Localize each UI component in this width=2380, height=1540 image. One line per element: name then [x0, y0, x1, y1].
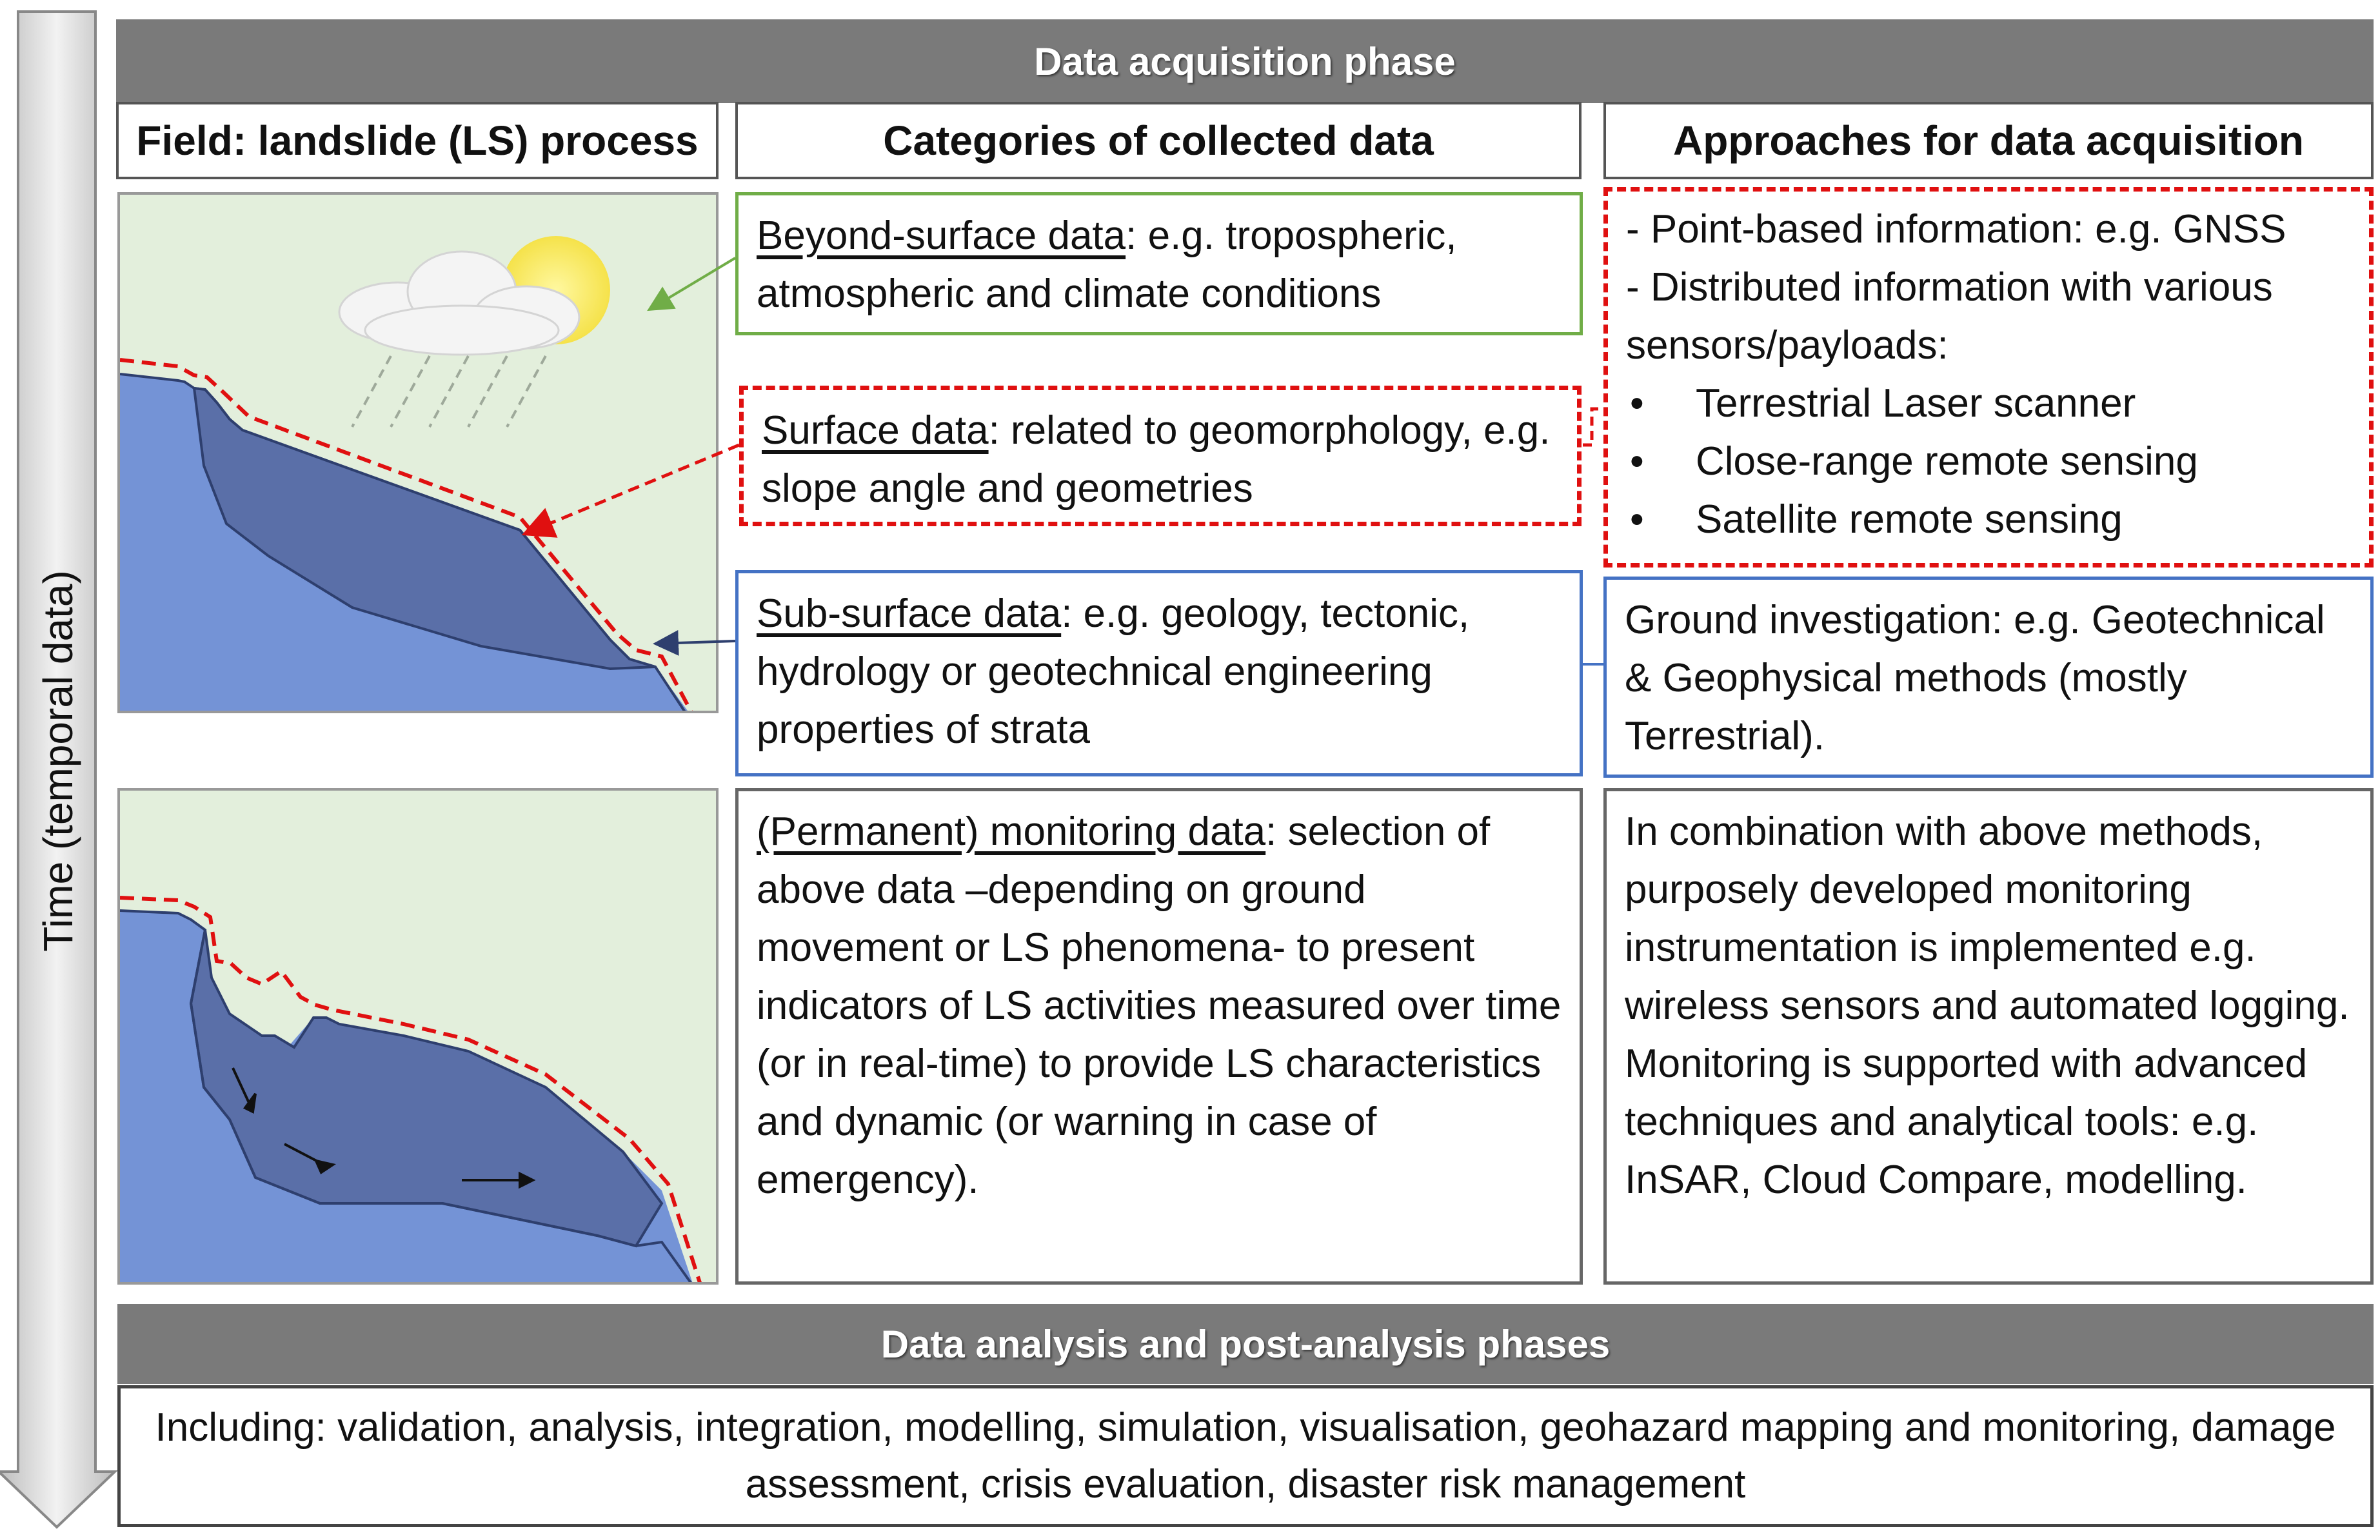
movement-arrows — [232, 1067, 536, 1189]
monitoring-text: : selection of above data –depending on … — [757, 809, 1562, 1202]
acquisition-phase-header: Data acquisition phase — [116, 19, 2374, 103]
sensor-item: Terrestrial Laser scanner — [1626, 375, 2351, 433]
analysis-phase-header: Data analysis and post-analysis phases — [117, 1304, 2374, 1384]
distributed-line: - Distributed information with various s… — [1626, 265, 2273, 368]
beyond-surface-text: : e.g. tropospheric, atmospheric and cli… — [757, 213, 1457, 316]
monitoring-box: (Permanent) monitoring data: selection o… — [735, 788, 1583, 1285]
remote-sensing-box: - Point-based information: e.g. GNSS - D… — [1603, 187, 2374, 568]
sub-surface-term: Sub-surface data — [757, 591, 1062, 636]
cloud-icon — [338, 250, 580, 356]
surface-term: Surface data — [762, 408, 989, 453]
surface-text: : related to geomorphology, e.g. slope a… — [762, 408, 1551, 511]
sensor-item: Satellite remote sensing — [1626, 491, 2351, 549]
rain-icon — [351, 355, 547, 428]
landslide-scene-initial — [117, 192, 719, 713]
sub-surface-text: : e.g. geology, tectonic, hydrology or g… — [757, 591, 1470, 752]
ground-investigation-box: Ground investigation: e.g. Geotechnical … — [1603, 577, 2374, 778]
sub-surface-box: Sub-surface data: e.g. geology, tectonic… — [735, 570, 1583, 776]
landslide-scene-monitoring — [117, 788, 719, 1285]
column-header-categories: Categories of collected data — [735, 102, 1582, 179]
monitoring-approach-text: In combination with above methods, purpo… — [1625, 809, 2350, 1202]
monitoring-approach-box: In combination with above methods, purpo… — [1603, 788, 2374, 1285]
sensor-list: Terrestrial Laser scanner Close-range re… — [1626, 375, 2351, 549]
sensor-item: Close-range remote sensing — [1626, 433, 2351, 491]
column-header-approaches: Approaches for data acquisition — [1603, 102, 2374, 179]
ground-investigation-text: Ground investigation: e.g. Geotechnical … — [1625, 598, 2325, 758]
column-header-field: Field: landslide (LS) process — [116, 102, 719, 179]
surface-box: Surface data: related to geomorphology, … — [739, 386, 1582, 526]
time-arrow — [0, 10, 118, 1529]
beyond-surface-box: Beyond-surface data: e.g. tropospheric, … — [735, 192, 1583, 335]
time-axis-label: Time (temporal data) — [35, 570, 81, 952]
beyond-surface-term: Beyond-surface data — [757, 213, 1126, 258]
analysis-phase-text: Including: validation, analysis, integra… — [117, 1385, 2374, 1527]
monitoring-term: (Permanent) monitoring data — [757, 809, 1266, 854]
point-based-line: - Point-based information: e.g. GNSS — [1626, 207, 2286, 252]
